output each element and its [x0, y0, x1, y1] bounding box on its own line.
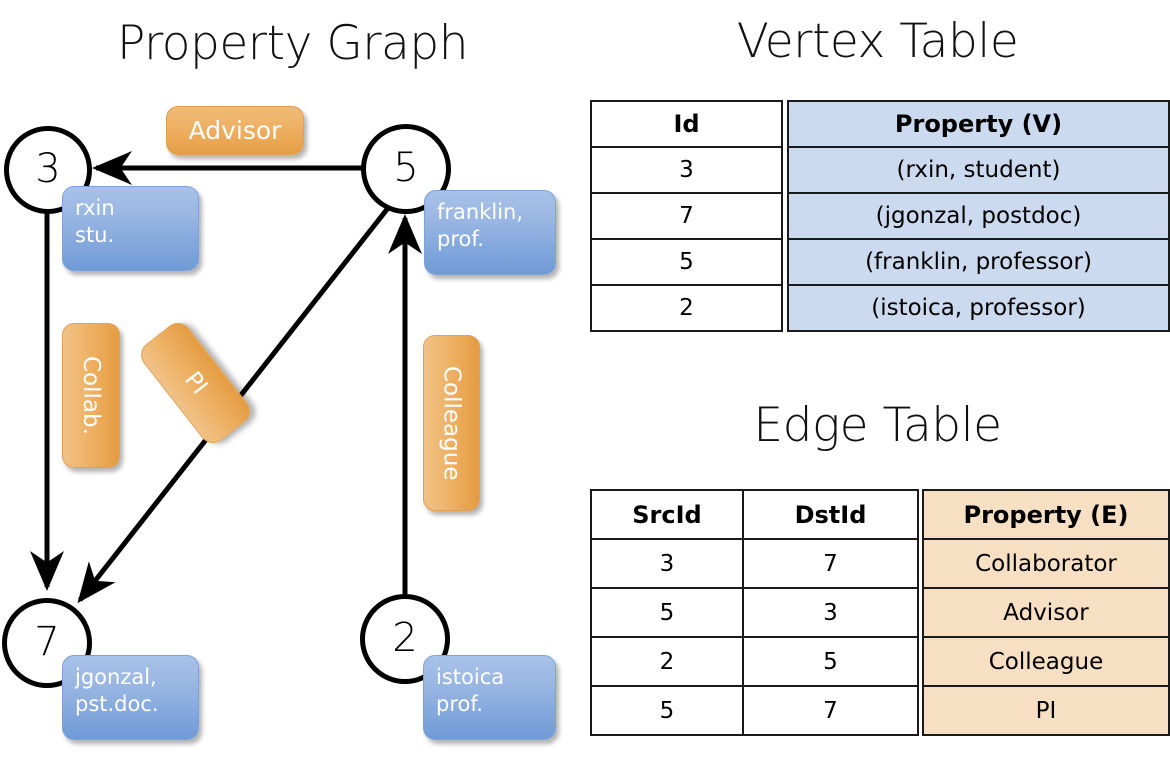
- edge-cell-src: 3: [590, 538, 744, 589]
- edge-label-colleague-text: Colleague: [438, 365, 465, 481]
- vertex-cell-property: (franklin, professor): [787, 238, 1170, 286]
- edge-label-advisor-text: Advisor: [188, 115, 282, 145]
- vertex-card-rxin-line1: rxin: [75, 196, 115, 220]
- graph-node-3[interactable]: 3: [4, 126, 92, 214]
- vertex-card-rxin-line2: stu.: [75, 222, 115, 247]
- page-title-property-graph: Property Graph: [117, 16, 469, 71]
- edge-table-header-dstid: DstId: [742, 489, 919, 540]
- graph-node-5-label: 5: [393, 145, 419, 191]
- graph-node-5[interactable]: 5: [361, 124, 451, 214]
- vertex-table: Id Property (V) 3 (rxin, student) 7 (jgo…: [590, 100, 1170, 332]
- vertex-card-istoica-line2: prof.: [436, 691, 483, 716]
- graph-node-7-label: 7: [34, 619, 60, 665]
- vertex-table-header-id: Id: [590, 100, 783, 148]
- table-row[interactable]: 2 5 Colleague: [590, 636, 1170, 687]
- table-row[interactable]: 3 7 Collaborator: [590, 538, 1170, 589]
- edge-cell-dst: 7: [742, 685, 919, 736]
- vertex-cell-id: 7: [590, 192, 783, 240]
- edge-label-advisor[interactable]: Advisor: [166, 106, 304, 155]
- edge-cell-property: PI: [922, 685, 1170, 736]
- vertex-cell-id: 2: [590, 284, 783, 332]
- edge-cell-src: 5: [590, 587, 744, 638]
- vertex-card-franklin-line2: prof.: [437, 226, 484, 251]
- edge-cell-property: Collaborator: [922, 538, 1170, 589]
- graph-node-2-label: 2: [392, 615, 418, 661]
- table-row[interactable]: 3 (rxin, student): [590, 146, 1170, 194]
- vertex-card-franklin[interactable]: franklin, prof.: [424, 190, 556, 275]
- graph-node-3-label: 3: [35, 146, 61, 192]
- edge-table-header-property: Property (E): [922, 489, 1170, 540]
- edge-cell-property: Colleague: [922, 636, 1170, 687]
- edge-table-header-row: SrcId DstId Property (E): [590, 489, 1170, 540]
- vertex-card-istoica-line1: istoica: [436, 665, 505, 689]
- vertex-table-header-property: Property (V): [787, 100, 1170, 148]
- table-row[interactable]: 5 3 Advisor: [590, 587, 1170, 638]
- vertex-cell-property: (jgonzal, postdoc): [787, 192, 1170, 240]
- vertex-cell-property: (rxin, student): [787, 146, 1170, 194]
- edge-label-collab[interactable]: Collab.: [62, 323, 120, 468]
- edge-table-header-srcid: SrcId: [590, 489, 744, 540]
- edge-cell-dst: 3: [742, 587, 919, 638]
- edge-cell-src: 5: [590, 685, 744, 736]
- vertex-cell-id: 3: [590, 146, 783, 194]
- edge-table: SrcId DstId Property (E) 3 7 Collaborato…: [590, 489, 1170, 736]
- property-graph-diagram: 3 5 7 2 rxin stu. franklin, prof. jgonza…: [0, 90, 585, 760]
- edge-cell-dst: 5: [742, 636, 919, 687]
- vertex-cell-property: (istoica, professor): [787, 284, 1170, 332]
- vertex-card-jgonzal-line1: jgonzal,: [75, 665, 157, 689]
- edge-cell-property: Advisor: [922, 587, 1170, 638]
- page-title-edge-table: Edge Table: [753, 398, 1002, 453]
- vertex-card-franklin-line1: franklin,: [437, 200, 524, 224]
- vertex-card-jgonzal-line2: pst.doc.: [75, 691, 159, 716]
- vertex-table-header-row: Id Property (V): [590, 100, 1170, 148]
- vertex-card-istoica[interactable]: istoica prof.: [423, 655, 556, 740]
- edge-label-colleague[interactable]: Colleague: [423, 335, 480, 511]
- edge-cell-dst: 7: [742, 538, 919, 589]
- table-row[interactable]: 7 (jgonzal, postdoc): [590, 192, 1170, 240]
- vertex-cell-id: 5: [590, 238, 783, 286]
- edge-cell-src: 2: [590, 636, 744, 687]
- page-title-vertex-table: Vertex Table: [736, 14, 1019, 69]
- table-row[interactable]: 5 7 PI: [590, 685, 1170, 736]
- table-row[interactable]: 5 (franklin, professor): [590, 238, 1170, 286]
- edge-label-collab-text: Collab.: [78, 356, 104, 435]
- vertex-card-jgonzal[interactable]: jgonzal, pst.doc.: [62, 655, 199, 740]
- vertex-card-rxin[interactable]: rxin stu.: [62, 186, 199, 271]
- table-row[interactable]: 2 (istoica, professor): [590, 284, 1170, 332]
